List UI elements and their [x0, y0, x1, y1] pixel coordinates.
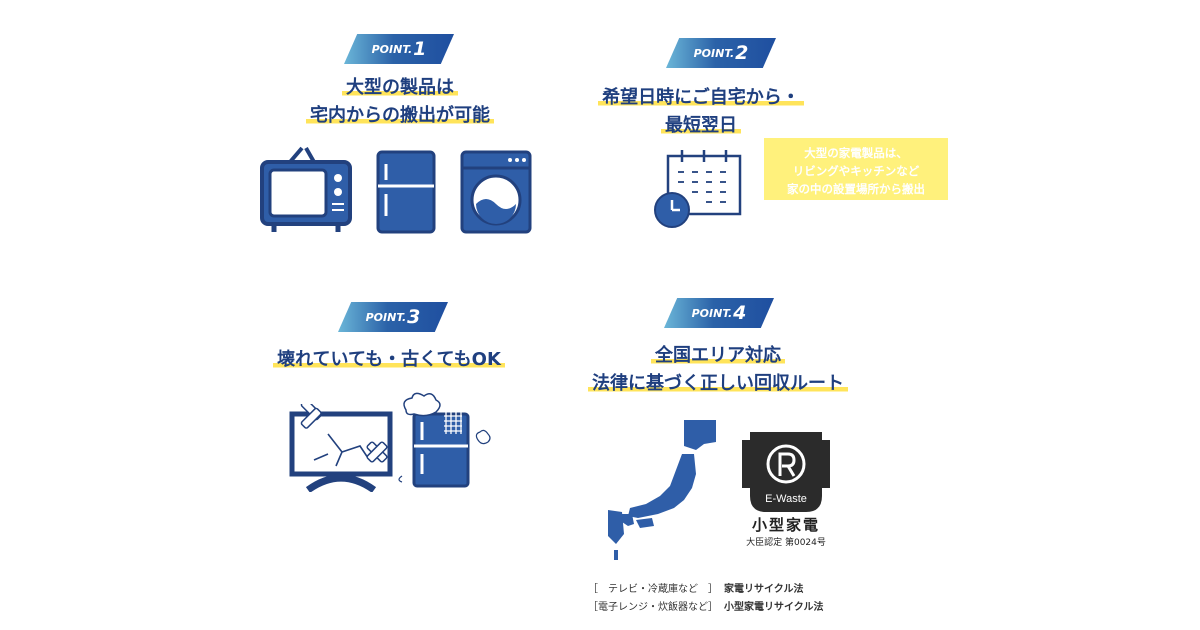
point-4-heading: 全国エリア対応 法律に基づく正しい回収ルート [560, 344, 876, 400]
e-waste-logo: E-Waste [742, 432, 830, 512]
point-badge-label: POINT. [365, 310, 407, 324]
law-row-2: ［電子レンジ・炊飯器など］ 小型家電リサイクル法 [588, 598, 830, 613]
note-line: 家の中の設置場所から搬出 [787, 182, 925, 196]
refrigerator-icon [376, 150, 436, 234]
heading-line: 大型の製品は [342, 77, 458, 98]
heading-line: 希望日時にご自宅から・ [598, 87, 804, 108]
point-badge-number: 1 [413, 38, 427, 60]
law-items: ［ テレビ・冷蔵庫など ］ [588, 584, 718, 595]
logo-brand: E-Waste [765, 493, 807, 505]
point-3-badge: POINT.3 [338, 302, 448, 332]
law-name: 小型家電リサイクル法 [724, 602, 824, 613]
point-badge-number: 4 [733, 302, 747, 324]
point-2-badge: POINT.2 [666, 38, 776, 68]
point-badge-number: 2 [735, 42, 749, 64]
point-badge-label: POINT. [691, 306, 733, 320]
point-1-heading: 大型の製品は 宅内からの搬出が可能 [250, 76, 550, 132]
law-row-1: ［ テレビ・冷蔵庫など ］ 家電リサイクル法 [588, 580, 810, 595]
info-note: 大型の家電製品は、 リビングやキッチンなど 家の中の設置場所から搬出 [764, 138, 948, 200]
point-4-badge: POINT.4 [664, 298, 774, 328]
point-1-badge: POINT.1 [344, 34, 454, 64]
law-name: 家電リサイクル法 [724, 584, 804, 595]
heading-line: 法律に基づく正しい回収ルート [588, 373, 848, 394]
point-badge-number: 3 [407, 306, 421, 328]
logo-title: 小型家電 [751, 516, 820, 534]
heading-line: 最短翌日 [661, 115, 741, 136]
tv-icon [260, 146, 352, 232]
heading-line: 宅内からの搬出が可能 [306, 105, 494, 126]
japan-map-icon [608, 420, 716, 560]
point-3-heading: 壊れていても・古くてもOK [244, 348, 534, 376]
calendar-clock-icon [654, 150, 742, 228]
note-line: 大型の家電製品は、 [804, 146, 908, 160]
logo-subtitle: 大臣認定 第0024号 [746, 538, 826, 548]
broken-tv-icon [289, 404, 393, 492]
heading-line: 全国エリア対応 [651, 345, 785, 366]
point-2-heading: 希望日時にご自宅から・ 最短翌日 [576, 86, 826, 142]
note-line: リビングやキッチンなど [792, 164, 920, 178]
point-badge-label: POINT. [371, 42, 413, 56]
broken-refrigerator-icon [398, 392, 491, 488]
law-items: ［電子レンジ・炊飯器など］ [588, 602, 718, 613]
heading-line: 壊れていても・古くてもOK [273, 349, 505, 370]
point-badge-label: POINT. [693, 46, 735, 60]
washing-machine-icon [460, 150, 532, 234]
